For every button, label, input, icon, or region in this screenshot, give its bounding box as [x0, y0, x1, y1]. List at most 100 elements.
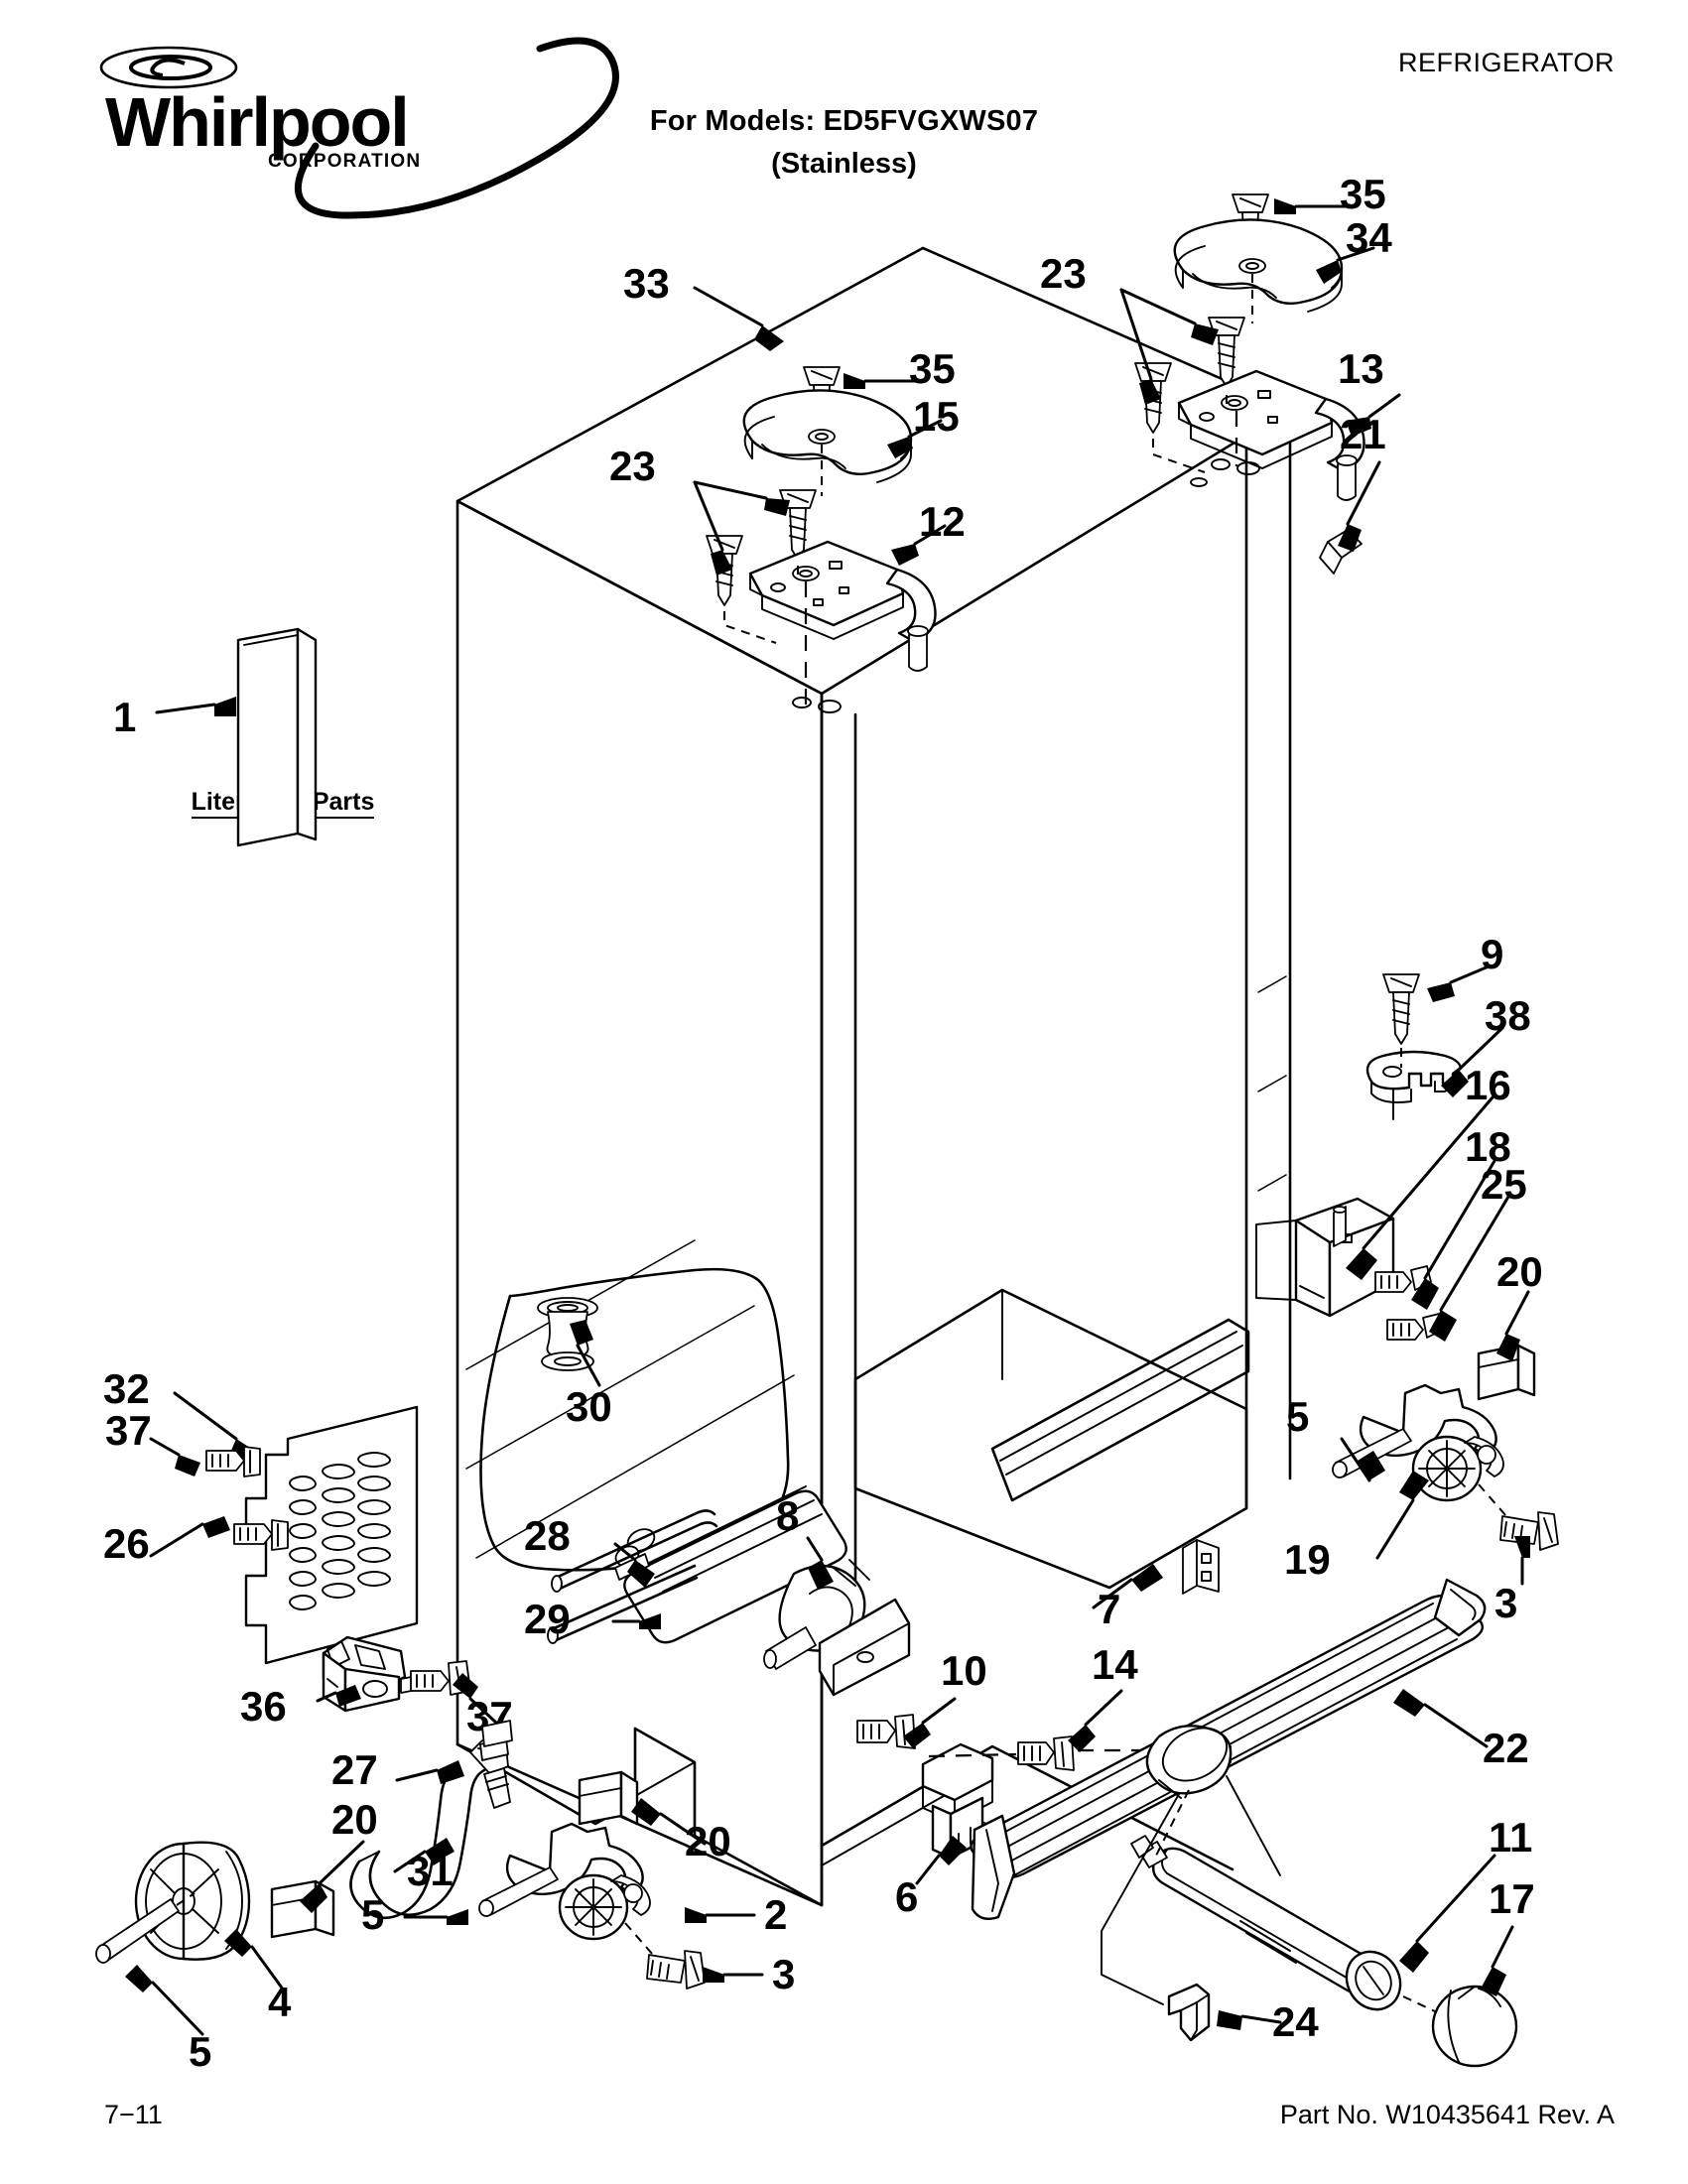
- bracket-leveler-36-part: [322, 1635, 434, 1713]
- wheel-4-part: [95, 1841, 251, 1964]
- callout-5-right-leader: [1340, 1437, 1385, 1482]
- align-dash-19-3: [1478, 1483, 1507, 1517]
- roller-assembly-left-part: [478, 1822, 706, 1990]
- screw-14-part: [1017, 1735, 1075, 1771]
- title-block: For Models: ED5FVGXWS07 (Stainless): [0, 105, 1688, 181]
- align-dash-23r-b: [1152, 439, 1206, 473]
- svg-text:CORPORATION: CORPORATION: [268, 151, 421, 172]
- callout-8-number: 8: [776, 1492, 799, 1539]
- align-line-grille-clip: [1101, 1793, 1180, 2005]
- callout-4-number: 4: [268, 1979, 292, 2025]
- retainer-clip-38-part: [1365, 1050, 1463, 1103]
- callout-13-leader: [1346, 393, 1401, 437]
- screw-37-upper-part: [205, 1446, 261, 1477]
- callout-1-leader: [155, 697, 236, 716]
- callout-20-right-leader: [1496, 1290, 1530, 1361]
- callout-35-right-number: 35: [1340, 171, 1386, 217]
- align-dash-6-14: [928, 1752, 1017, 1758]
- align-dash-2-3: [624, 1922, 654, 1956]
- callout-2-leader: [685, 1907, 756, 1923]
- align-line-filter-b: [1226, 1775, 1281, 1876]
- callout-38-number: 38: [1485, 992, 1531, 1039]
- callout-16-number: 16: [1465, 1062, 1511, 1108]
- page-number: 7−11: [104, 2100, 163, 2129]
- callout-20-left-leader: [631, 1798, 707, 1846]
- filter-cap-17-part: [1431, 1985, 1518, 2068]
- callout-3-right-number: 3: [1494, 1580, 1517, 1626]
- model-title: For Models: ED5FVGXWS07: [649, 105, 1039, 137]
- hinge-cover-34-part: [1173, 218, 1344, 313]
- screw-26-part: [233, 1519, 289, 1551]
- roller-assembly-right-part: [1332, 1383, 1559, 1551]
- model-subtitle: (Stainless): [771, 148, 917, 180]
- callout-8-leader: [806, 1536, 834, 1590]
- callout-35-left-leader: [844, 373, 925, 389]
- callout-27-leader: [395, 1760, 464, 1784]
- spacer-20-wheel-part: [270, 1879, 335, 1939]
- callout-37-bracket-leader: [453, 1673, 498, 1725]
- callout-2-number: 2: [764, 1891, 787, 1938]
- callout-20-left-number: 20: [685, 1818, 731, 1864]
- callout-4-leader: [224, 1929, 286, 1992]
- callout-20-wheel-number: 20: [331, 1796, 378, 1843]
- callout-29-leader: [611, 1613, 661, 1629]
- callout-26-leader: [149, 1516, 230, 1558]
- callout-23-right-leader: [1119, 288, 1219, 405]
- water-filter-11-part: [1130, 1835, 1402, 2011]
- base-grille-22-part: [970, 1578, 1487, 1920]
- literature-packet-part: [236, 627, 318, 847]
- callout-6-leader: [915, 1836, 967, 1885]
- callout-19-number: 19: [1284, 1536, 1331, 1583]
- callout-27-number: 27: [331, 1746, 378, 1793]
- callout-33-leader: [693, 286, 784, 351]
- callout-23-left-number: 23: [609, 443, 656, 489]
- hinge-bracket-13-part: [1177, 369, 1365, 501]
- callout-17-number: 17: [1489, 1875, 1535, 1922]
- rear-grille-panel-part: [244, 1405, 419, 1665]
- callout-10-leader: [903, 1697, 957, 1748]
- callout-5-left-leader: [403, 1909, 468, 1925]
- callout-25-leader: [1429, 1195, 1510, 1342]
- callout-34-number: 34: [1346, 214, 1392, 261]
- hinge-cover-15-part: [742, 389, 913, 483]
- callout-3-left-number: 3: [772, 1951, 795, 1997]
- callout-19-leader: [1375, 1471, 1429, 1560]
- svg-text:Whirlpool: Whirlpool: [105, 83, 408, 161]
- callout-35-left-number: 35: [909, 345, 956, 392]
- callout-29-number: 29: [524, 1596, 571, 1642]
- callout-24-leader: [1217, 2010, 1282, 2030]
- callout-22-leader: [1393, 1689, 1489, 1748]
- callout-32-number: 32: [103, 1365, 150, 1412]
- part-number: Part No. W10435641 Rev. A: [1279, 2100, 1615, 2129]
- clip-24-part: [1167, 1983, 1211, 2042]
- callout-7-number: 7: [1098, 1586, 1120, 1632]
- drain-tube-31-part: [349, 1720, 513, 1920]
- callout-16-leader: [1346, 1095, 1494, 1280]
- hinge-bracket-12-part: [748, 540, 937, 672]
- callout-36-leader: [316, 1685, 361, 1707]
- callout-5-right-number: 5: [1286, 1393, 1309, 1440]
- callout-5-wheel-leader: [125, 1965, 204, 2036]
- condenser-assembly-8-part: [547, 1485, 916, 1749]
- callout-1-number: 1: [113, 694, 136, 740]
- align-dash-11-17: [1402, 1995, 1438, 2013]
- callout-33-number: 33: [623, 260, 670, 307]
- callout-10-number: 10: [941, 1647, 987, 1694]
- callout-13-number: 13: [1338, 345, 1384, 392]
- callout-18-number: 18: [1465, 1123, 1511, 1170]
- callout-5-left-number: 5: [361, 1891, 384, 1938]
- callout-21-leader: [1338, 460, 1381, 552]
- callout-21-number: 21: [1340, 411, 1386, 457]
- callout-37-upper-leader: [149, 1437, 200, 1477]
- callout-23-right-number: 23: [1040, 250, 1087, 297]
- callout-6-number: 6: [895, 1873, 918, 1920]
- screw-9-part: [1382, 973, 1420, 1045]
- callout-31-number: 31: [407, 1848, 454, 1894]
- callout-12-leader: [891, 524, 947, 566]
- align-dash-grille-filter: [1154, 1789, 1190, 1859]
- callout-15-leader: [887, 419, 943, 458]
- callout-7-leader: [1092, 1564, 1163, 1609]
- whirlpool-logo: Whirlpool CORPORATION: [99, 37, 619, 219]
